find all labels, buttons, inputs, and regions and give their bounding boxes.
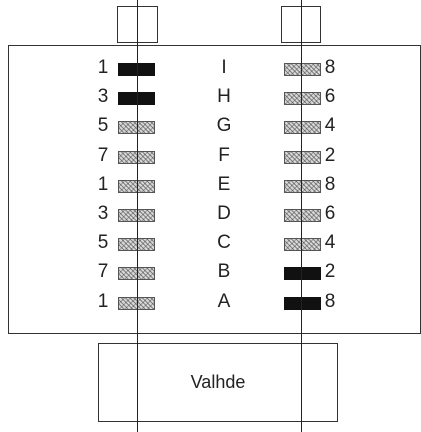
left-swatch bbox=[118, 63, 155, 76]
row-letter: I bbox=[221, 57, 227, 78]
left-number: 5 bbox=[97, 115, 109, 136]
left-swatch bbox=[118, 92, 155, 105]
left-swatch bbox=[118, 121, 155, 134]
right-swatch bbox=[284, 92, 321, 105]
bottom-label-box bbox=[98, 343, 338, 422]
right-number: 4 bbox=[324, 115, 336, 136]
left-number: 3 bbox=[97, 203, 109, 224]
left-number: 3 bbox=[97, 86, 109, 107]
right-number: 8 bbox=[324, 174, 336, 195]
left-number: 1 bbox=[97, 57, 109, 78]
right-swatch bbox=[284, 63, 321, 76]
left-number: 7 bbox=[97, 145, 109, 166]
left-swatch bbox=[118, 297, 155, 310]
right-number: 8 bbox=[324, 291, 336, 312]
left-number: 1 bbox=[97, 291, 109, 312]
row-letter: H bbox=[217, 86, 231, 107]
right-number: 6 bbox=[324, 86, 336, 107]
left-swatch bbox=[118, 209, 155, 222]
left-swatch bbox=[118, 238, 155, 251]
left-swatch bbox=[118, 180, 155, 193]
row-letter: A bbox=[217, 291, 231, 312]
row-letter: F bbox=[218, 145, 230, 166]
right-swatch bbox=[284, 151, 321, 164]
right-number: 6 bbox=[324, 203, 336, 224]
row-letter: G bbox=[216, 115, 232, 136]
right-swatch bbox=[284, 209, 321, 222]
right-swatch bbox=[284, 180, 321, 193]
left-swatch bbox=[118, 267, 155, 280]
right-swatch bbox=[284, 297, 321, 310]
left-number: 5 bbox=[97, 232, 109, 253]
right-number: 2 bbox=[324, 145, 336, 166]
row-letter: E bbox=[217, 174, 231, 195]
right-number: 8 bbox=[324, 57, 336, 78]
right-swatch bbox=[284, 238, 321, 251]
left-number: 7 bbox=[97, 261, 109, 282]
left-vertical-line bbox=[137, 0, 138, 432]
right-swatch bbox=[284, 267, 321, 280]
right-number: 4 bbox=[324, 232, 336, 253]
bottom-label: Valhde bbox=[190, 372, 246, 392]
row-letter: C bbox=[217, 232, 231, 253]
left-swatch bbox=[118, 151, 155, 164]
right-number: 2 bbox=[324, 261, 336, 282]
left-number: 1 bbox=[97, 174, 109, 195]
row-letter: D bbox=[217, 203, 231, 224]
main-panel bbox=[8, 45, 421, 334]
row-letter: B bbox=[217, 261, 231, 282]
right-swatch bbox=[284, 121, 321, 134]
right-vertical-line bbox=[301, 0, 302, 432]
